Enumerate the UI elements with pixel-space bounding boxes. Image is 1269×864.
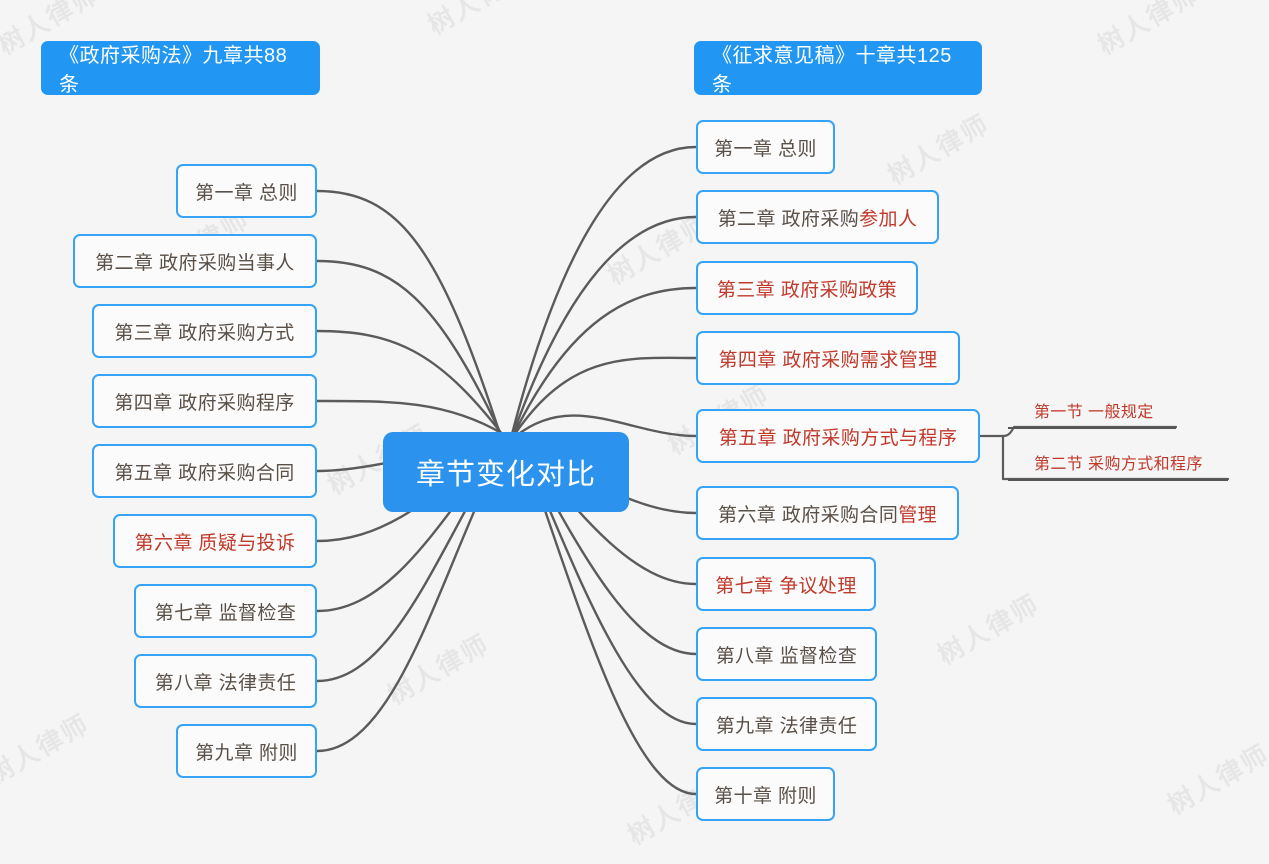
left-chapter-7[interactable]: 第七章 监督检查 xyxy=(134,584,317,638)
right-chapter-7[interactable]: 第七章 争议处理 xyxy=(696,557,876,611)
right-chapter-3-plain: 第三章 政府采购政策 xyxy=(716,279,898,301)
right-chapter-2[interactable]: 第二章 政府采购参加人 xyxy=(696,190,939,244)
right-chapter-6[interactable]: 第六章 政府采购合同管理 xyxy=(696,486,959,540)
center-node[interactable]: 章节变化对比 xyxy=(383,432,629,512)
left-chapter-2[interactable]: 第二章 政府采购当事人 xyxy=(73,234,317,288)
right-chapter-3[interactable]: 第三章 政府采购政策 xyxy=(696,261,918,315)
left-chapter-4[interactable]: 第四章 政府采购程序 xyxy=(92,374,317,428)
header-left[interactable]: 《政府采购法》九章共88条 xyxy=(41,41,320,96)
right-chapter-2-red: 参加人 xyxy=(859,208,918,230)
watermark: 树人律师 xyxy=(883,109,995,191)
right-chapter-4-plain: 第四章 政府采购需求管理 xyxy=(718,349,938,371)
sub-node-2[interactable]: 第二节 采购方式和程序 xyxy=(1008,454,1228,481)
right-chapter-9-plain: 第九章 法律责任 xyxy=(715,715,858,737)
right-chapter-4[interactable]: 第四章 政府采购需求管理 xyxy=(696,331,960,385)
right-chapter-8-plain: 第八章 监督检查 xyxy=(715,645,858,667)
right-chapter-1-plain: 第一章 总则 xyxy=(714,138,817,160)
right-chapter-5-plain: 第五章 政府采购方式与程序 xyxy=(718,427,958,449)
right-chapter-8[interactable]: 第八章 监督检查 xyxy=(696,627,877,681)
right-chapter-10[interactable]: 第十章 附则 xyxy=(696,767,835,821)
watermark: 树人律师 xyxy=(1163,739,1269,821)
right-chapter-6-red: 管理 xyxy=(898,504,938,526)
watermark: 树人律师 xyxy=(383,629,495,711)
left-chapter-1[interactable]: 第一章 总则 xyxy=(176,164,317,218)
watermark: 树人律师 xyxy=(0,709,95,791)
left-chapter-8[interactable]: 第八章 法律责任 xyxy=(134,654,317,708)
watermark: 树人律师 xyxy=(1093,0,1205,61)
right-chapter-7-plain: 第七章 争议处理 xyxy=(715,575,857,597)
right-chapter-5[interactable]: 第五章 政府采购方式与程序 xyxy=(696,409,980,463)
right-chapter-10-plain: 第十章 附则 xyxy=(714,785,817,807)
left-chapter-9[interactable]: 第九章 附则 xyxy=(176,724,317,778)
right-chapter-9[interactable]: 第九章 法律责任 xyxy=(696,697,877,751)
left-chapter-3[interactable]: 第三章 政府采购方式 xyxy=(92,304,317,358)
watermark: 树人律师 xyxy=(933,589,1045,671)
header-right[interactable]: 《征求意见稿》十章共125条 xyxy=(694,41,982,96)
sub-node-1[interactable]: 第一节 一般规定 xyxy=(1008,402,1176,429)
right-chapter-2-plain: 第二章 政府采购 xyxy=(717,208,860,230)
left-chapter-6[interactable]: 第六章 质疑与投诉 xyxy=(113,514,317,568)
right-chapter-1[interactable]: 第一章 总则 xyxy=(696,120,835,174)
left-chapter-5[interactable]: 第五章 政府采购合同 xyxy=(92,444,317,498)
right-chapter-6-plain: 第六章 政府采购合同 xyxy=(717,504,899,526)
watermark: 树人律师 xyxy=(420,0,536,42)
